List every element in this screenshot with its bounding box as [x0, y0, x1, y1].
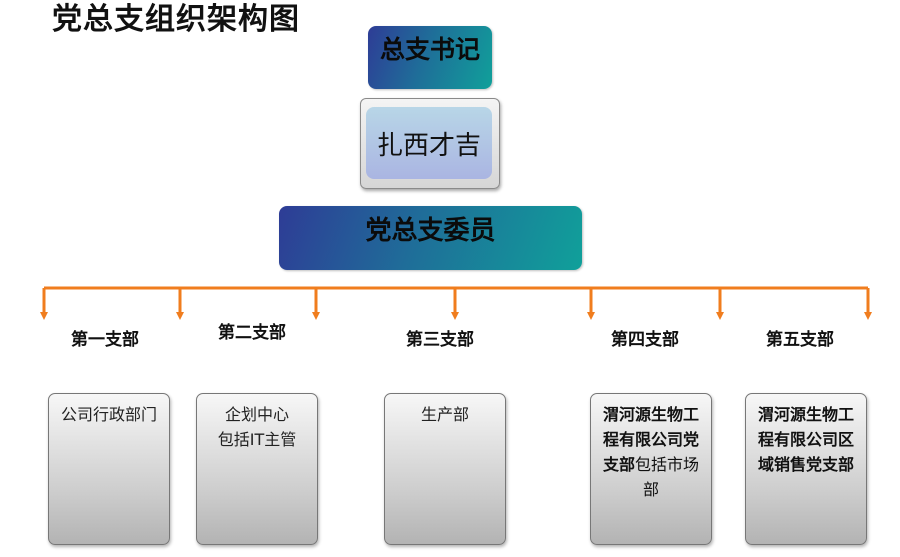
secretary-name-label: 扎西才吉: [376, 130, 481, 161]
dept-text-4-tail: 包括市场部: [635, 455, 700, 499]
dept-box-2: 企划中心 包括IT主管: [196, 393, 318, 545]
dept-text-5: 渭河源生物工程有限公司区域销售党支部: [757, 405, 854, 474]
secretary-title-label: 总支书记: [379, 35, 480, 64]
dept-text-2-line2: 包括IT主管: [217, 430, 297, 449]
dept-box-3: 生产部: [384, 393, 506, 545]
committee-box: 党总支委员: [279, 206, 582, 270]
page-title: 党总支组织架构图: [52, 2, 300, 37]
dept-box-5: 渭河源生物工程有限公司区域销售党支部: [745, 393, 867, 545]
dept-text-2-line1: 企划中心: [224, 405, 289, 424]
branch-label-3: 第三支部: [406, 330, 474, 350]
dept-box-1: 公司行政部门: [48, 393, 170, 545]
committee-label: 党总支委员: [365, 216, 496, 246]
secretary-title-box: 总支书记: [368, 26, 492, 89]
dept-text-1: 公司行政部门: [60, 405, 157, 424]
dept-box-4: 渭河源生物工程有限公司党支部包括市场部: [590, 393, 712, 545]
secretary-name-box: 扎西才吉: [366, 107, 492, 179]
branch-label-5: 第五支部: [766, 330, 834, 350]
dept-text-4-bold: 渭河源生物工程有限公司党支部: [602, 405, 699, 474]
branch-label-4: 第四支部: [611, 330, 679, 350]
dept-text-3: 生产部: [420, 405, 469, 424]
branch-label-1: 第一支部: [71, 330, 139, 350]
branch-label-2: 第二支部: [218, 323, 286, 343]
